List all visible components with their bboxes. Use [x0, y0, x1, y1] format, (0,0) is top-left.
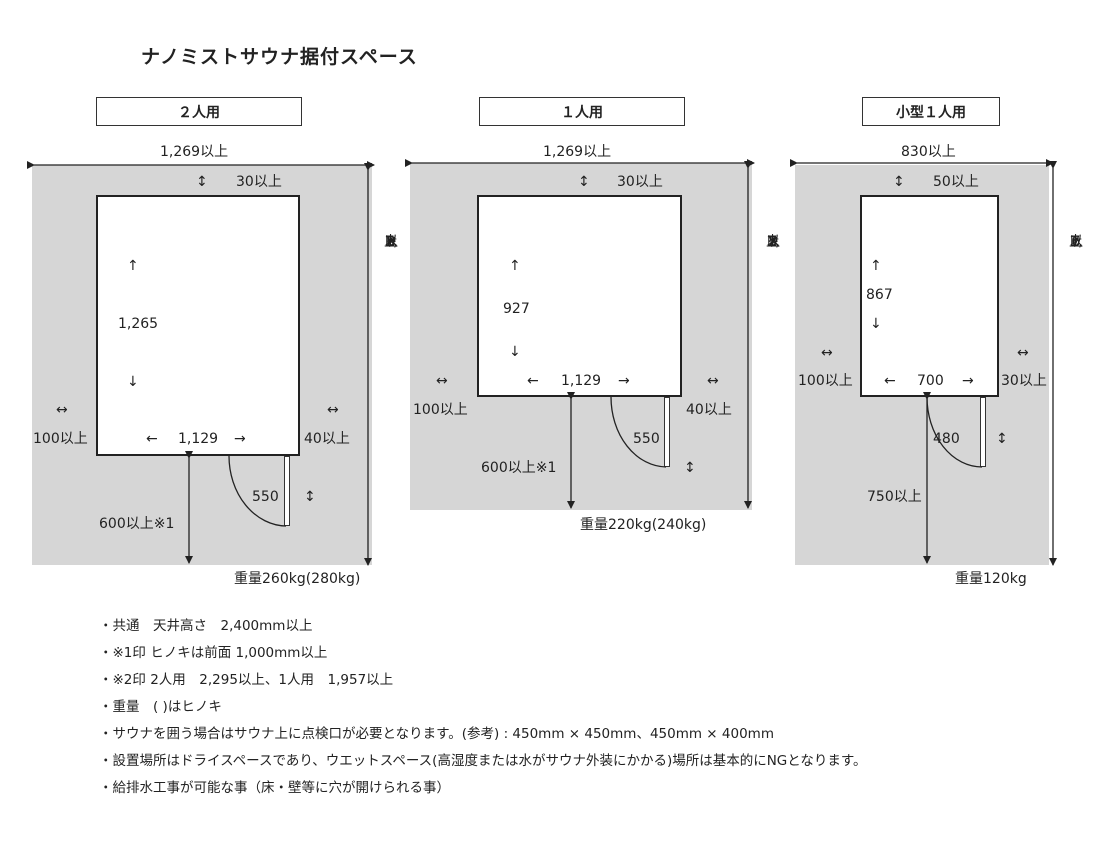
front-clearance-small: 750以上: [867, 489, 922, 505]
ud-arrow-icon: ↕: [196, 174, 208, 190]
top-width-small: 830以上: [901, 144, 956, 160]
note-item: ・※1印 ヒノキは前面 1,000mm以上: [99, 645, 328, 661]
inner-height-1p: 927: [503, 301, 530, 317]
door-swing-arc-2p: [228, 455, 287, 527]
ud-arrow-icon: ↕: [304, 489, 316, 505]
left-arrow-icon: ←: [527, 373, 539, 389]
left-clearance-2p: 100以上: [33, 431, 88, 447]
note-item: ・※2印 2人用 2,295以上、1人用 1,957以上: [99, 672, 394, 688]
notes-list: ・共通 天井高さ 2,400mm以上 ・※1印 ヒノキは前面 1,000mm以上…: [99, 613, 867, 802]
top-clearance-small: 50以上: [933, 174, 979, 190]
door-1p: [664, 397, 670, 467]
down-arrow-icon: ↓: [127, 374, 139, 390]
ud-arrow-icon: ↕: [996, 431, 1008, 447]
door-width-2p: 550: [252, 489, 279, 505]
weight-small: 重量120kg: [955, 571, 1027, 587]
inner-width-1p: 1,129: [561, 373, 602, 389]
note-item: ・重量 ( )はヒノキ: [99, 699, 222, 715]
ud-arrow-icon: ↕: [684, 460, 696, 476]
door-swing-arc-small: [926, 396, 983, 468]
note-item: ・設置場所はドライスペースであり、ウエットスペース(高湿度または水がサウナ外装に…: [99, 753, 867, 769]
lr-arrow-icon: ↔: [327, 402, 339, 418]
lr-arrow-icon: ↔: [707, 373, 719, 389]
left-clearance-1p: 100以上: [413, 402, 468, 418]
note-item: ・給排水工事が可能な事（床・壁等に穴が開けられる事）: [99, 780, 450, 796]
right-clearance-small: 30以上: [1001, 373, 1047, 389]
inner-width-2p: 1,129: [178, 431, 219, 447]
top-width-1p: 1,269以上: [543, 144, 612, 160]
left-arrow-icon: ←: [884, 373, 896, 389]
note-item: ・サウナを囲う場合はサウナ上に点検口が必要となります。(参考) : 450mm …: [99, 726, 774, 742]
up-arrow-icon: ↑: [127, 258, 139, 274]
weight-2p: 重量260kg(280kg): [234, 571, 361, 587]
lr-arrow-icon: ↔: [1017, 345, 1029, 361]
up-arrow-icon: ↑: [509, 258, 521, 274]
inner-height-small: 867: [866, 287, 893, 303]
door-width-1p: 550: [633, 431, 660, 447]
ud-arrow-icon: ↕: [893, 174, 905, 190]
sauna-unit-2p: [96, 195, 300, 456]
top-clearance-2p: 30以上: [236, 174, 282, 190]
right-arrow-icon: →: [234, 431, 246, 447]
panel-label-2p: ２人用: [96, 97, 302, 126]
right-arrow-icon: →: [962, 373, 974, 389]
door-width-small: 480: [933, 431, 960, 447]
front-clearance-1p: 600以上※1: [481, 460, 557, 476]
left-arrow-icon: ←: [146, 431, 158, 447]
right-arrow-icon: →: [618, 373, 630, 389]
page-title: ナノミストサウナ据付スペース: [141, 46, 418, 68]
down-arrow-icon: ↓: [509, 344, 521, 360]
weight-1p: 重量220kg(240kg): [580, 517, 707, 533]
panel-label-small: 小型１人用: [862, 97, 1000, 126]
right-clearance-1p: 40以上: [686, 402, 732, 418]
note-item: ・共通 天井高さ 2,400mm以上: [99, 618, 313, 634]
lr-arrow-icon: ↔: [56, 402, 68, 418]
right-clearance-2p: 40以上: [304, 431, 350, 447]
down-arrow-icon: ↓: [870, 316, 882, 332]
panel-label-1p: １人用: [479, 97, 685, 126]
sauna-unit-1p: [477, 195, 682, 397]
left-clearance-small: 100以上: [798, 373, 853, 389]
top-width-2p: 1,269以上: [160, 144, 229, 160]
inner-height-2p: 1,265: [118, 316, 159, 332]
front-clearance-2p: 600以上※1: [99, 516, 175, 532]
door-2p: [284, 456, 290, 526]
ud-arrow-icon: ↕: [578, 174, 590, 190]
sauna-unit-small: [860, 195, 999, 397]
door-small: [980, 397, 986, 467]
inner-width-small: 700: [917, 373, 944, 389]
top-clearance-1p: 30以上: [617, 174, 663, 190]
lr-arrow-icon: ↔: [436, 373, 448, 389]
up-arrow-icon: ↑: [870, 258, 882, 274]
lr-arrow-icon: ↔: [821, 345, 833, 361]
door-swing-arc-1p: [610, 396, 667, 468]
